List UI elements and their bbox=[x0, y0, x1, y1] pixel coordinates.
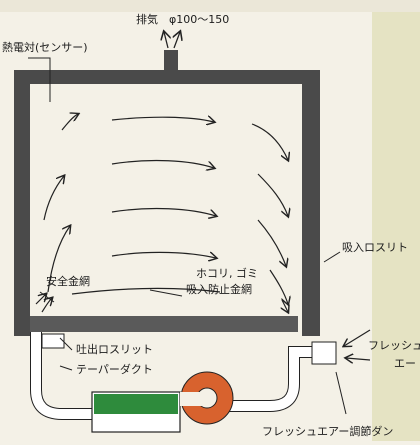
chamber-right-wall bbox=[302, 70, 320, 336]
sensor-leader bbox=[28, 57, 51, 102]
suction-slit-label: 吸入ロスリト bbox=[342, 241, 408, 254]
chamber-top-wall bbox=[14, 70, 320, 84]
exhaust-pipe bbox=[164, 50, 178, 74]
lower-duct bbox=[30, 332, 316, 420]
top-band bbox=[0, 0, 420, 12]
fresh-air-label-2: エー bbox=[394, 357, 416, 370]
thermocouple-label: 熱電対(センサー) bbox=[2, 41, 88, 54]
fan-unit bbox=[180, 371, 234, 425]
damper-label: フレッシュエアー調節ダン bbox=[262, 425, 394, 438]
safety-mesh-label: 安全金網 bbox=[46, 275, 90, 288]
heater-unit bbox=[91, 391, 181, 433]
exhaust-arrow-right bbox=[174, 32, 180, 49]
outlet-slit-label: 吐出ロスリット bbox=[76, 343, 153, 356]
chamber-floor bbox=[30, 316, 298, 332]
leader-lines bbox=[39, 251, 341, 371]
fresh-air-label: フレッシュ bbox=[368, 339, 420, 352]
chamber-left-wall bbox=[14, 70, 30, 336]
airflow-arrows bbox=[35, 114, 288, 312]
exhaust-arrow-left bbox=[164, 32, 168, 49]
dust-mesh-label-1: ホコリ, ゴミ bbox=[196, 267, 258, 280]
right-edge-band bbox=[372, 0, 420, 441]
exhaust-label: 排気 φ100〜150 bbox=[136, 13, 230, 26]
taper-duct-label: テーパーダクト bbox=[76, 363, 153, 376]
fresh-air-damper bbox=[311, 329, 371, 415]
dust-mesh-label-2: 吸入防止金網 bbox=[186, 283, 252, 296]
